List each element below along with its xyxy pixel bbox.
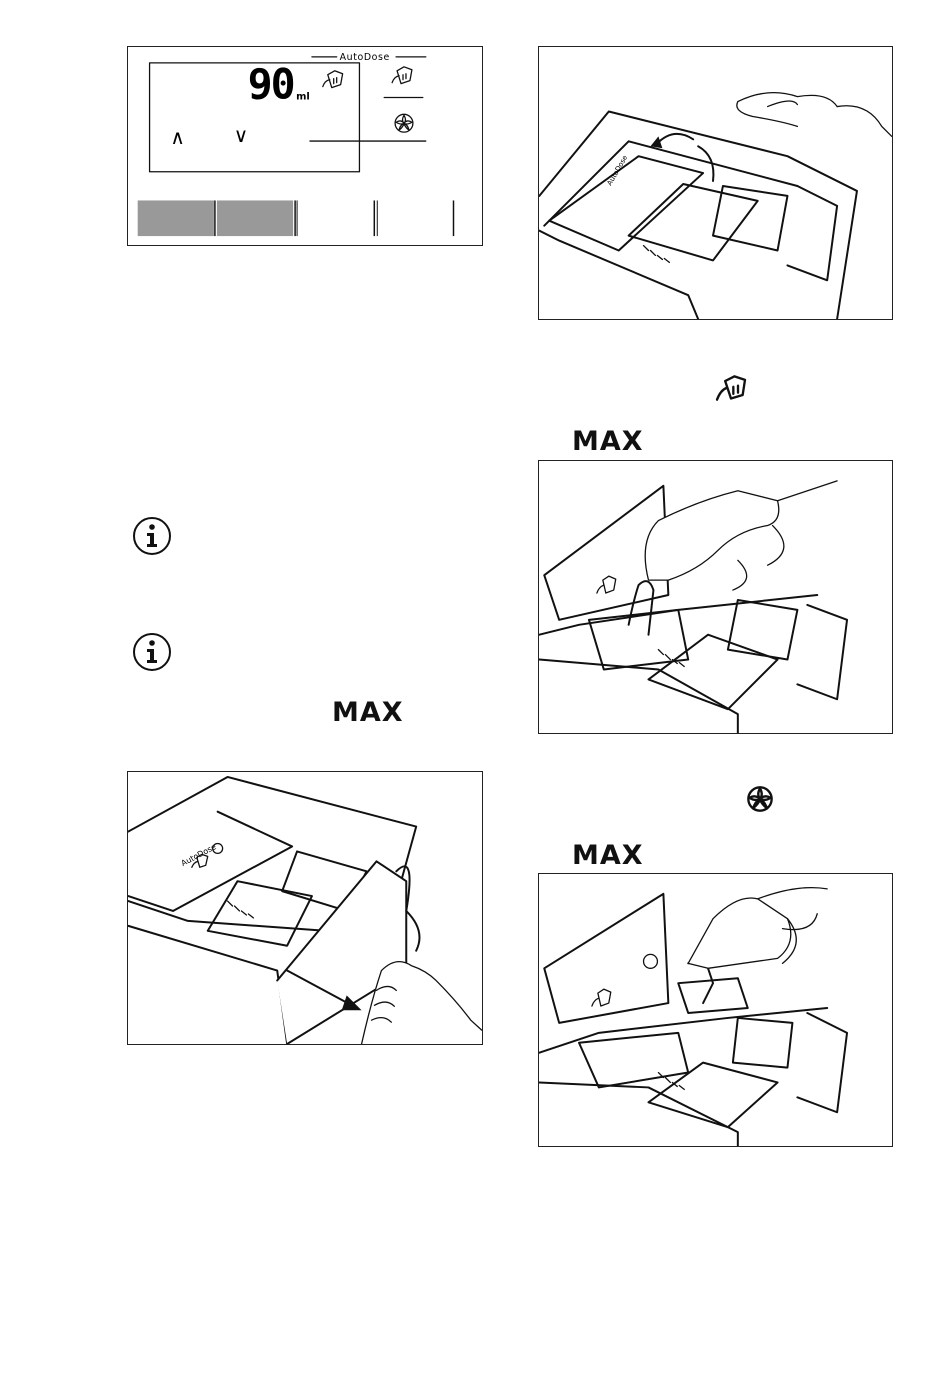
- arrow-icon: [656, 134, 693, 144]
- open-drawer-drawing: AutoDose: [128, 772, 482, 1044]
- bottle: [688, 898, 791, 968]
- detergent-icon: [392, 67, 412, 84]
- pour-detergent-figure: [538, 460, 893, 734]
- detergent-icon: [713, 374, 749, 402]
- lid: [549, 156, 703, 250]
- info-icon: [132, 632, 172, 672]
- info-icon: [132, 516, 172, 556]
- max-label: MAX: [572, 842, 644, 869]
- level-segment-2: [217, 200, 293, 236]
- softener-icon: [746, 785, 774, 813]
- arrow-up-icon: ∧: [170, 126, 184, 149]
- level-segment-1: [138, 200, 214, 236]
- arrow-down-icon: ∨: [234, 124, 248, 147]
- level-bar: [138, 200, 454, 236]
- max-label: MAX: [332, 699, 404, 726]
- pour-softener-figure: [538, 873, 893, 1147]
- softener-icon: [395, 114, 413, 132]
- dose-value: 90: [248, 59, 294, 108]
- open-drawer-figure: AutoDose: [127, 771, 483, 1045]
- hand: [737, 93, 837, 127]
- display-panel-figure: AutoDose 90 ml ∧ ∨: [127, 46, 483, 246]
- max-label: MAX: [572, 428, 644, 455]
- pour-softener-drawing: [539, 874, 892, 1146]
- pour-detergent-drawing: [539, 461, 892, 733]
- autodose-label: AutoDose: [340, 52, 390, 63]
- detergent-icon: [323, 71, 343, 88]
- lift-lid-drawing: AutoDose: [539, 47, 892, 319]
- hand: [645, 491, 779, 580]
- dose-unit: ml: [296, 91, 310, 102]
- display-panel-drawing: AutoDose 90 ml ∧ ∨: [128, 47, 482, 245]
- lift-lid-figure: AutoDose: [538, 46, 893, 320]
